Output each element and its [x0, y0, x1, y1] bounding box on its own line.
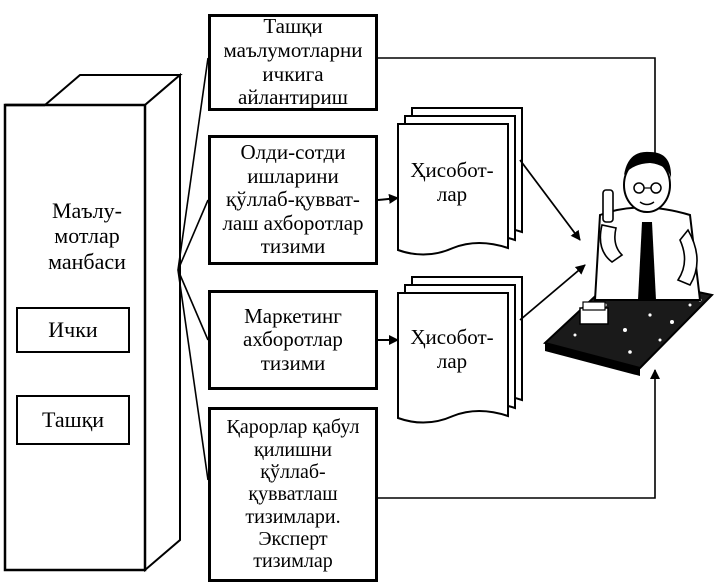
external-source-label: Ташқи — [41, 406, 105, 432]
arrow-report2-to-manager — [519, 264, 586, 321]
system-external-conversion: Ташқи маълумотларни ичкига айлантириш — [208, 14, 378, 111]
report-stack-2 — [397, 276, 523, 424]
report-2-label: Ҳисобот- лар — [410, 325, 494, 374]
system-marketing: Маркетинг ахборотлар тизими — [208, 290, 378, 390]
internal-source-box: Ички — [16, 307, 130, 353]
system-sales-support: Олди-сотди ишларини қўллаб-қувват- лаш а… — [208, 135, 378, 265]
arrow-report1-to-manager — [519, 159, 581, 241]
system-marketing-label: Маркетинг ахборотлар тизими — [243, 303, 343, 375]
manager-at-desk-icon — [542, 151, 714, 376]
source-fan-lines — [177, 57, 209, 481]
system-external-conversion-label: Ташқи маълумотларни ичкига айлантириш — [223, 14, 363, 110]
external-source-box: Ташқи — [16, 395, 130, 445]
data-source-title: Маълу- мотлар манбаси — [48, 198, 126, 274]
arrow-sales-to-reports — [377, 193, 399, 204]
connector-external-to-manager — [378, 57, 660, 173]
system-decision-support: Қарорлар қабул қилишни қўллаб- қувватлаш… — [208, 407, 378, 582]
internal-source-label: Ички — [48, 316, 98, 342]
system-decision-support-label: Қарорлар қабул қилишни қўллаб- қувватлаш… — [226, 416, 360, 573]
report-stack-1 — [397, 107, 523, 256]
connector-decision-to-manager — [378, 369, 660, 499]
report-1-label: Ҳисобот- лар — [410, 158, 494, 207]
system-sales-support-label: Олди-сотди ишларини қўллаб-қувват- лаш а… — [222, 140, 364, 259]
